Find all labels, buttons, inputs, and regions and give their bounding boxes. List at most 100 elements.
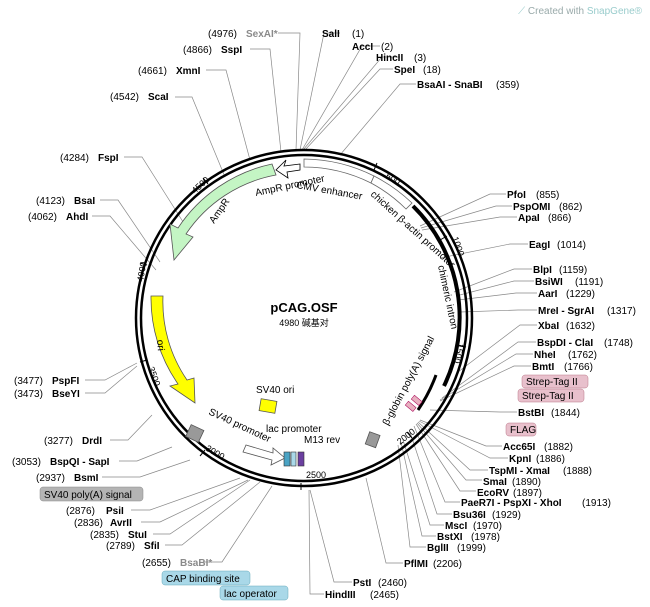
site-pos: (1229) <box>566 289 595 300</box>
globin-box <box>364 431 381 449</box>
site-pos: (1191) <box>575 277 603 288</box>
credit-brand: SnapGene® <box>586 6 642 17</box>
label-chicken-promoter: chicken β-actin promoter <box>368 189 457 271</box>
site-name: PflMI <box>404 559 428 570</box>
site-pos: (1) <box>352 29 364 40</box>
site-name: BsaBI* <box>180 558 212 569</box>
chimeric-intron-line <box>411 204 462 387</box>
label-chimeric-intron: chimeric intron <box>435 264 459 330</box>
site-pos: (4123) <box>36 196 65 207</box>
site-name: SspI <box>221 45 242 56</box>
site-name: SmaI <box>483 477 507 488</box>
site-name: BsmI <box>74 473 99 484</box>
site-name: AhdI <box>66 212 88 223</box>
strep-tag-box <box>521 374 589 389</box>
site-name: HindIII <box>325 590 356 601</box>
site-pos: (1886) <box>536 454 565 465</box>
site-name: PspFI <box>52 376 79 387</box>
site-name: HincII <box>376 53 403 64</box>
site-name: AarI <box>538 289 558 300</box>
sv40-polya-tag-label: SV40 poly(A) signal <box>44 490 132 501</box>
credit-text: Created with <box>527 6 587 17</box>
site-pos: (1913) <box>582 498 611 509</box>
site-name: BstXI <box>437 532 463 543</box>
site-pos: (1014) <box>557 240 586 251</box>
tick-2500: 2500 <box>306 470 326 480</box>
site-pos: (1978) <box>471 532 500 543</box>
site-name: MscI <box>445 521 467 532</box>
site-name: BsaAI - SnaBI <box>417 80 483 91</box>
site-name: BseYI <box>52 389 80 400</box>
site-pos: (1762) <box>568 350 597 361</box>
label-ori: ori <box>154 339 166 351</box>
site-pos: (1317) <box>607 306 636 317</box>
snapgene-credit: ⟋ Created with SnapGene® <box>518 6 642 17</box>
strep-tag-label: Strep-Tag II <box>526 377 578 388</box>
site-pos: (3477) <box>14 376 43 387</box>
site-pos: (1766) <box>564 362 593 373</box>
backbone-outer-ring <box>134 148 474 488</box>
site-pos: (4284) <box>60 153 89 164</box>
site-pos: (862) <box>559 202 582 213</box>
tick-1000: 1000 <box>450 235 466 257</box>
site-pos: (1882) <box>544 442 573 453</box>
site-name: SexAI* <box>246 29 278 40</box>
site-name: BsiWI <box>535 277 563 288</box>
globin-polya-line <box>416 374 438 411</box>
site-pos: (4976) <box>208 29 237 40</box>
sites-right: SalI (1) AccI (2) HincII (3) SpeI (18) B… <box>322 29 636 601</box>
site-name: NheI <box>534 350 556 361</box>
ampr-arrow <box>169 163 277 261</box>
site-name: EagI <box>529 240 550 251</box>
site-pos: (1999) <box>457 543 486 554</box>
sv40-polya-box <box>185 424 205 443</box>
sv40-polya-tag-box <box>39 486 144 502</box>
cap-site-tag-box <box>161 570 251 586</box>
site-pos: (4062) <box>28 212 57 223</box>
site-name: ApaI <box>518 213 540 224</box>
site-pos: (1844) <box>551 408 580 419</box>
site-pos: (1748) <box>604 338 633 349</box>
lac-operator-box <box>283 451 291 467</box>
site-pos: (1890) <box>512 477 541 488</box>
site-pos: (2836) <box>74 518 103 529</box>
site-name: MreI - SgrAI <box>538 306 594 317</box>
site-pos: (2789) <box>106 541 135 552</box>
site-name: StuI <box>128 530 147 541</box>
site-name: PfoI <box>507 190 526 201</box>
site-pos: (1929) <box>492 510 521 521</box>
site-name: PstI <box>353 578 372 589</box>
site-pos: (3) <box>414 53 426 64</box>
site-pos: (2460) <box>378 578 407 589</box>
site-name: TspMI - XmaI <box>489 466 550 477</box>
site-name: FspI <box>98 153 119 164</box>
label-lac-promoter: lac promoter <box>266 424 322 435</box>
strep-tag-mark-1 <box>410 394 423 406</box>
flag-tag-box <box>505 422 537 437</box>
site-name: BspDI - ClaI <box>537 338 593 349</box>
site-name: BspQI - SapI <box>50 457 110 468</box>
site-pos: (2206) <box>433 559 462 570</box>
site-name: SpeI <box>394 65 415 76</box>
plasmid-length: 4980 碱基对 <box>279 317 329 328</box>
site-name: AvrII <box>110 518 132 529</box>
site-name: BlpI <box>533 265 552 276</box>
site-pos: (855) <box>536 190 559 201</box>
label-cmv-enhancer: CMV enhancer <box>295 180 363 203</box>
site-pos: (359) <box>496 80 519 91</box>
site-pos: (4661) <box>138 66 167 77</box>
strep-tag-box <box>517 388 585 403</box>
site-pos: (3053) <box>12 457 41 468</box>
site-pos: (1159) <box>559 265 587 276</box>
plasmid-name: pCAG.OSF <box>270 300 337 315</box>
sv40-promoter-arrow <box>242 444 286 466</box>
site-name: PaeR7I - PspXI - XhoI <box>461 498 562 509</box>
site-name: BstBI <box>518 408 544 419</box>
site-pos: (4542) <box>110 92 139 103</box>
site-name: DrdI <box>82 436 102 447</box>
label-sv40-ori: SV40 ori <box>256 385 294 396</box>
site-pos: (1632) <box>566 321 595 332</box>
site-pos: (18) <box>423 65 441 76</box>
site-pos: (3473) <box>14 389 43 400</box>
